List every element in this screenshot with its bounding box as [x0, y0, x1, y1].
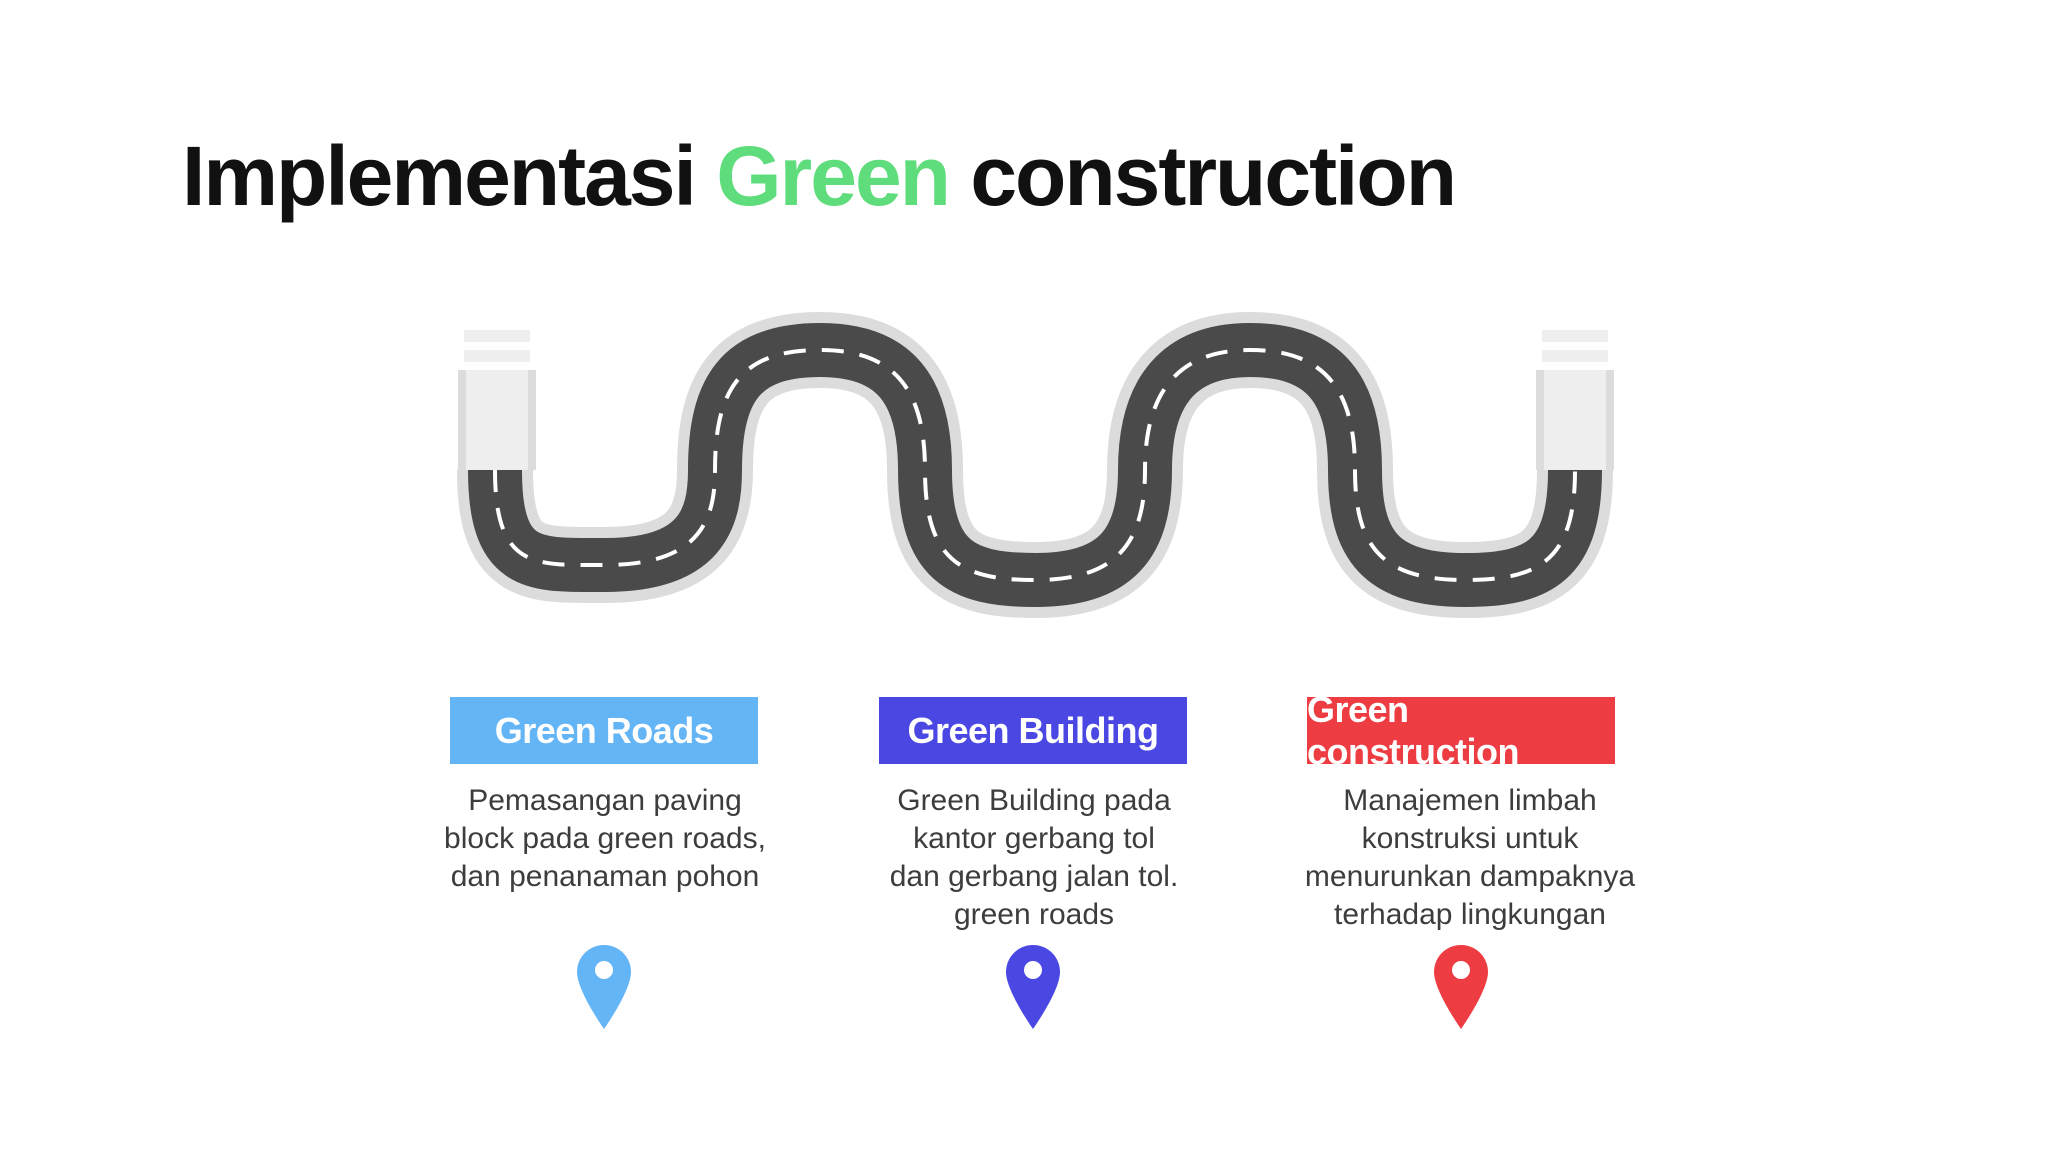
label-text: Green Building — [907, 709, 1159, 751]
title-part-1: Implementasi — [182, 129, 717, 223]
road-start-cap — [458, 330, 536, 470]
description-line: kantor gerbang tol — [913, 822, 1155, 855]
description-line: konstruksi untuk — [1361, 822, 1579, 855]
description-line: Pemasangan paving — [468, 784, 742, 817]
title-accent: Green — [716, 129, 951, 223]
road-center-line — [493, 347, 1577, 583]
description-line: Manajemen limbah — [1343, 784, 1597, 817]
title-part-2: construction — [948, 129, 1457, 223]
label-text: Green Roads — [494, 709, 714, 751]
location-pin-icon — [1434, 945, 1488, 1029]
label-green-construction: Green construction — [1307, 689, 1615, 772]
label-green-building: Green Building — [879, 697, 1187, 764]
location-pin-icon — [577, 945, 631, 1029]
description-green-construction: Manajemen limbah konstruksi untuk menuru… — [1280, 782, 1660, 934]
description-line: green roads — [953, 898, 1115, 931]
description-line: Green Building pada — [897, 784, 1171, 817]
description-green-building: Green Building pada kantor gerbang tol d… — [844, 782, 1224, 934]
description-line: menurunkan dampaknya — [1304, 860, 1636, 893]
description-line: block pada green roads, — [444, 822, 766, 855]
description-line: terhadap lingkungan — [1334, 898, 1606, 931]
road-end-cap — [1536, 330, 1614, 470]
description-line: dan gerbang jalan tol. — [889, 860, 1179, 893]
description-line: dan penanaman pohon — [450, 860, 760, 893]
description-green-roads: Pemasangan paving block pada green roads… — [415, 782, 795, 896]
label-text: Green construction — [1307, 688, 1520, 772]
page-title: Implementasi Green construction — [182, 128, 1457, 225]
label-green-roads: Green Roads — [450, 697, 758, 764]
location-pin-icon — [1006, 945, 1060, 1029]
